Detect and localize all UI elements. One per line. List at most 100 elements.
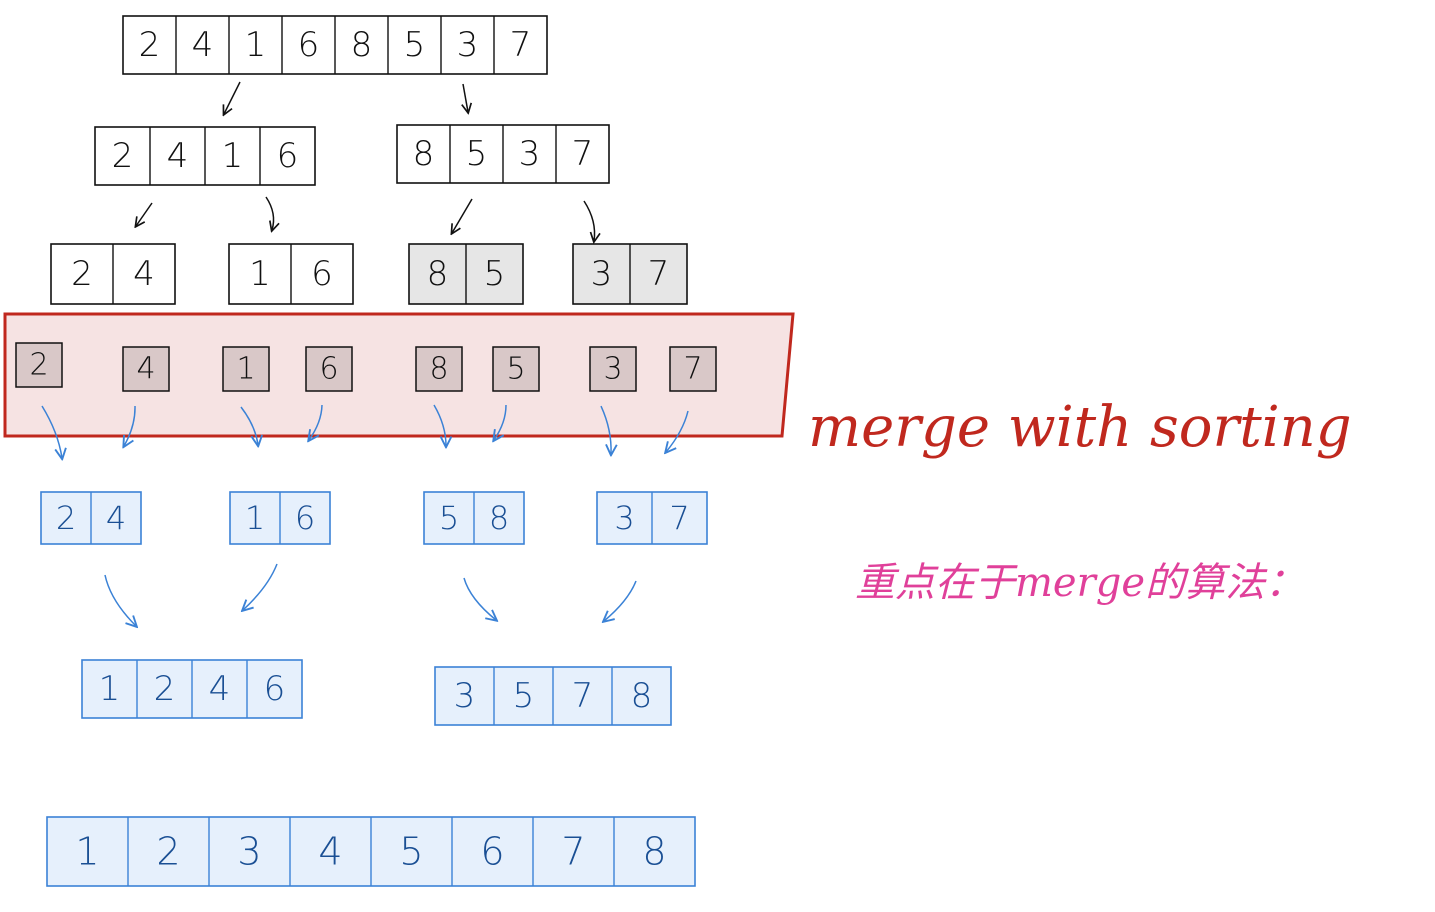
- merge-with-sorting-label: merge with sorting: [808, 395, 1352, 460]
- final-array-cell-value: 6: [480, 830, 504, 874]
- root-array-cell-value: 3: [457, 25, 479, 65]
- final-array-cell-value: 2: [156, 830, 180, 874]
- merged-left-half-cell-value: 6: [264, 669, 286, 709]
- split-pair-4-cell-value: 3: [591, 254, 613, 294]
- arrow: [240, 406, 258, 445]
- single-element-value: 1: [236, 352, 255, 387]
- arrow: [600, 405, 611, 454]
- single-element-box: [589, 346, 637, 392]
- merged-left-half-cell-value: 4: [209, 669, 231, 709]
- merged-pair-3-cell-value: 8: [489, 499, 509, 537]
- final-array: 1 2 3 4 5 6 7 8: [46, 816, 696, 887]
- merge-band: [3, 312, 795, 438]
- left-half-cell-value: 6: [277, 136, 299, 176]
- final-array: 1 2 3 4 5 6 7 8: [46, 816, 696, 887]
- final-array-cell-value: 4: [318, 830, 342, 874]
- arrow: [452, 198, 473, 233]
- arrow: [666, 410, 689, 452]
- split-pair-3-cell-value: 8: [427, 254, 449, 294]
- final-array-cell-value: 1: [75, 830, 99, 874]
- final-array-cell-value: 3: [237, 830, 261, 874]
- single-element-value: 4: [136, 352, 155, 387]
- single-element-box: [305, 346, 353, 392]
- arrow: [224, 81, 241, 114]
- root-array-cell-value: 8: [351, 25, 373, 65]
- root-array-cell-value: 1: [245, 25, 267, 65]
- merged-pair-2-cell-value: 1: [245, 499, 265, 537]
- single-element-box: [222, 346, 270, 392]
- merged-pair-4-cell-value: 7: [669, 499, 689, 537]
- root-array-cell-value: 5: [404, 25, 426, 65]
- split-pair-4-cell-value: 7: [648, 254, 670, 294]
- split-pair-1-cell-value: 4: [133, 254, 155, 294]
- merge-algorithm-note: 重点在于merge的算法：: [855, 560, 1305, 606]
- single-element: 4: [122, 346, 170, 392]
- single-element: 5: [492, 346, 540, 392]
- single-element-box: [669, 346, 717, 392]
- single-element: 8: [415, 346, 463, 392]
- single-element-value: 2: [29, 348, 48, 383]
- root-array-cell-value: 6: [298, 25, 320, 65]
- left-half-cell-value: 1: [222, 136, 244, 176]
- final-array-cell-value: 5: [399, 830, 423, 874]
- right-half-cell-value: 3: [519, 134, 541, 174]
- arrow: [41, 405, 62, 458]
- merged-right-half-cell-value: 3: [454, 676, 476, 716]
- merged-pair-2-cell-value: 6: [295, 499, 315, 537]
- single-element-box: [492, 346, 540, 392]
- merged-right-half-cell-value: 8: [631, 676, 653, 716]
- arrow: [604, 580, 637, 621]
- single-element-value: 8: [429, 352, 448, 387]
- single-element: 6: [305, 346, 353, 392]
- merged-left-half-cell-value: 2: [154, 669, 176, 709]
- split-pair-3-cell-value: 5: [484, 254, 506, 294]
- split-pair-2-cell-value: 6: [311, 254, 333, 294]
- single-element-value: 7: [683, 352, 702, 387]
- right-half-cell-value: 5: [466, 134, 488, 174]
- split-pair-1-cell-value: 2: [71, 254, 93, 294]
- merged-pair-3-cell-value: 5: [439, 499, 459, 537]
- flow-arrows: [41, 81, 689, 626]
- merged-pair-4-cell-value: 3: [614, 499, 634, 537]
- arrow: [136, 202, 153, 226]
- single-element-box: [415, 346, 463, 392]
- final-array-cell-value: 8: [642, 830, 666, 874]
- arrow: [309, 404, 323, 440]
- final-array-cell-value: 7: [561, 830, 585, 874]
- single-element: 1: [222, 346, 270, 392]
- single-element: 7: [669, 346, 717, 392]
- left-half-cell-value: 2: [112, 136, 134, 176]
- single-element: 2: [15, 342, 63, 388]
- single-element-value: 6: [319, 352, 338, 387]
- arrow: [265, 196, 274, 230]
- single-elements: 2 4 1 6 8 5 3 7: [15, 342, 717, 392]
- single-element-box: [15, 342, 63, 388]
- arrow: [583, 200, 595, 241]
- merged-right-half-cell-value: 5: [513, 676, 535, 716]
- right-half-cell-value: 7: [572, 134, 594, 174]
- merged-left-half-cell-value: 1: [99, 669, 121, 709]
- single-element-value: 3: [603, 352, 622, 387]
- merged-pair-1-cell-value: 2: [56, 499, 76, 537]
- arrow: [463, 577, 496, 620]
- arrow: [243, 563, 278, 610]
- single-element: 3: [589, 346, 637, 392]
- root-array-cell-value: 4: [192, 25, 214, 65]
